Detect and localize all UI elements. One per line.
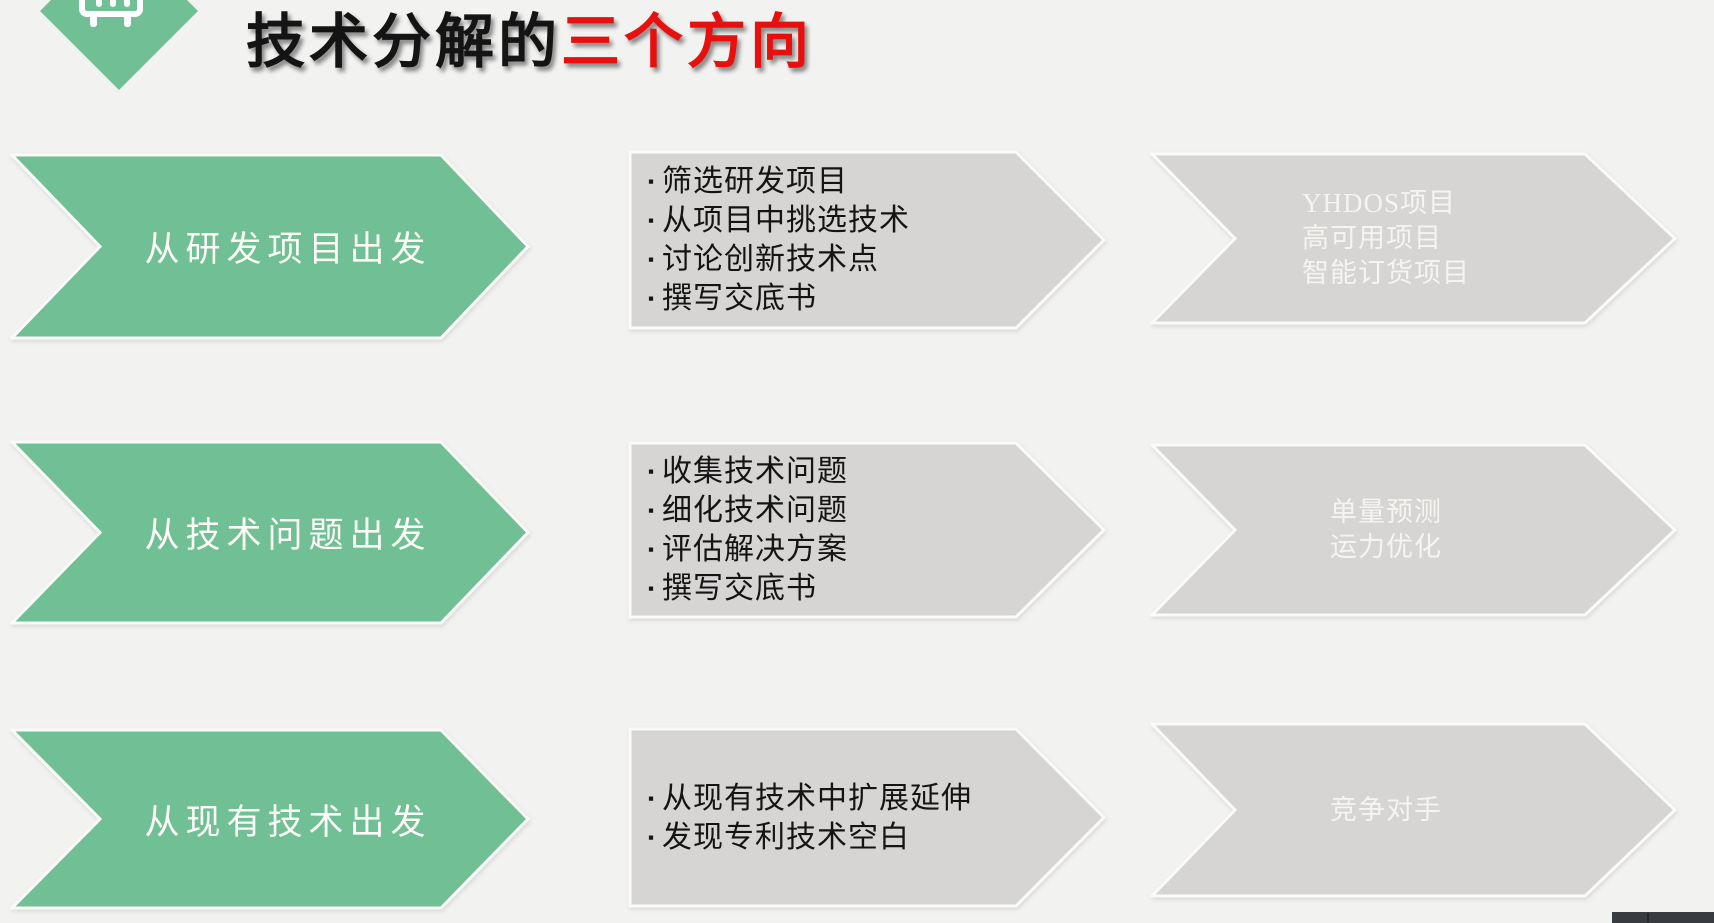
page-title: 技术分解的三个方向 bbox=[246, 2, 813, 82]
row3-steps-list: ▪ 从现有技术中扩展延伸 ▪ 发现专利技术空白 bbox=[628, 727, 1106, 908]
list-item: ▪ 发现专利技术空白 bbox=[640, 818, 1014, 857]
row1-result-arrow: YHDOS项目 高可用项目 智能订货项目 bbox=[1150, 152, 1677, 325]
bullet-text: 筛选研发项目 bbox=[662, 165, 848, 198]
result-line: 竞争对手 bbox=[1330, 794, 1442, 825]
bullet-text: 从项目中挑选技术 bbox=[662, 204, 910, 237]
row2-steps-list: ▪ 收集技术问题 ▪ 细化技术问题 ▪ 评估解决方案 ▪ 撰写交底书 bbox=[628, 441, 1106, 619]
bottom-right-dark-bar bbox=[1612, 912, 1714, 923]
row2-steps-arrow: ▪ 收集技术问题 ▪ 细化技术问题 ▪ 评估解决方案 ▪ 撰写交底书 bbox=[628, 441, 1106, 619]
list-item: ▪ 撰写交底书 bbox=[640, 279, 1014, 318]
board-icon bbox=[79, 0, 143, 27]
gray-chevron-shape bbox=[1150, 722, 1677, 898]
row3-steps-arrow: ▪ 从现有技术中扩展延伸 ▪ 发现专利技术空白 bbox=[628, 727, 1106, 908]
bullet-icon: ▪ bbox=[647, 827, 655, 847]
row3-result-text: 竞争对手 bbox=[1150, 722, 1677, 898]
bullet-text: 撰写交底书 bbox=[662, 282, 817, 315]
bullet-icon: ▪ bbox=[647, 172, 655, 191]
bullet-icon: ▪ bbox=[647, 788, 655, 808]
diamond-shape bbox=[40, 0, 198, 90]
green-chevron-shape bbox=[10, 728, 530, 910]
list-item: ▪ 讨论创新技术点 bbox=[640, 240, 1014, 279]
bullet-text: 发现专利技术空白 bbox=[662, 820, 910, 854]
row2-source-label: 从技术问题出发 bbox=[144, 516, 432, 555]
list-item: ▪ 撰写交底书 bbox=[640, 569, 1014, 608]
bullet-text: 收集技术问题 bbox=[662, 455, 848, 488]
row1-steps-list: ▪ 筛选研发项目 ▪ 从项目中挑选技术 ▪ 讨论创新技术点 ▪ 撰写交底书 bbox=[628, 150, 1106, 330]
green-chevron-shape bbox=[10, 440, 530, 625]
bullet-text: 撰写交底书 bbox=[662, 572, 817, 605]
page-title-red: 三个方向 bbox=[561, 9, 814, 75]
gray-pentagon-shape bbox=[628, 150, 1106, 330]
list-item: ▪ 从现有技术中扩展延伸 bbox=[640, 779, 1014, 818]
bullet-icon: ▪ bbox=[647, 250, 655, 269]
row2-source-arrow: 从技术问题出发 bbox=[10, 440, 530, 625]
row1-result-text: YHDOS项目 高可用项目 智能订货项目 bbox=[1150, 152, 1677, 325]
row3-source-label: 从现有技术出发 bbox=[144, 802, 432, 842]
result-line: 高可用项目 bbox=[1302, 223, 1442, 253]
gray-chevron-shape bbox=[1150, 443, 1677, 617]
list-item: ▪ 评估解决方案 bbox=[640, 530, 1014, 569]
list-item: ▪ 筛选研发项目 bbox=[640, 162, 1014, 201]
result-line: 智能订货项目 bbox=[1302, 258, 1470, 288]
row1-steps-arrow: ▪ 筛选研发项目 ▪ 从项目中挑选技术 ▪ 讨论创新技术点 ▪ 撰写交底书 bbox=[628, 150, 1106, 330]
diamond-decoration bbox=[40, 0, 200, 95]
row3-source-arrow: 从现有技术出发 bbox=[10, 728, 530, 910]
result-line: 单量预测 bbox=[1330, 497, 1442, 527]
row1-source-arrow: 从研发项目出发 bbox=[10, 153, 530, 340]
list-item: ▪ 细化技术问题 bbox=[640, 491, 1014, 530]
list-item: ▪ 收集技术问题 bbox=[640, 452, 1014, 491]
row2-result-arrow: 单量预测 运力优化 bbox=[1150, 443, 1677, 617]
dark-bar-divider bbox=[1647, 913, 1649, 922]
result-line: 运力优化 bbox=[1330, 532, 1442, 562]
bullet-text: 评估解决方案 bbox=[662, 533, 848, 566]
row3-result-arrow: 竞争对手 bbox=[1150, 722, 1677, 898]
bullet-icon: ▪ bbox=[647, 462, 655, 481]
bullet-icon: ▪ bbox=[647, 579, 655, 598]
list-item: ▪ 从项目中挑选技术 bbox=[640, 201, 1014, 240]
bullet-text: 从现有技术中扩展延伸 bbox=[662, 781, 972, 815]
gray-chevron-shape bbox=[1150, 152, 1677, 325]
bullet-icon: ▪ bbox=[647, 211, 655, 230]
result-line: YHDOS项目 bbox=[1302, 188, 1457, 218]
row1-source-label: 从研发项目出发 bbox=[144, 230, 432, 269]
gray-pentagon-shape bbox=[628, 727, 1106, 908]
bullet-icon: ▪ bbox=[647, 289, 655, 308]
bullet-text: 讨论创新技术点 bbox=[662, 243, 879, 276]
bullet-text: 细化技术问题 bbox=[662, 494, 848, 527]
gray-pentagon-shape bbox=[628, 441, 1106, 619]
bullet-icon: ▪ bbox=[647, 501, 655, 520]
green-chevron-shape bbox=[10, 153, 530, 340]
bullet-icon: ▪ bbox=[647, 540, 655, 559]
page-title-black: 技术分解的 bbox=[246, 9, 562, 75]
row2-result-text: 单量预测 运力优化 bbox=[1150, 443, 1677, 617]
